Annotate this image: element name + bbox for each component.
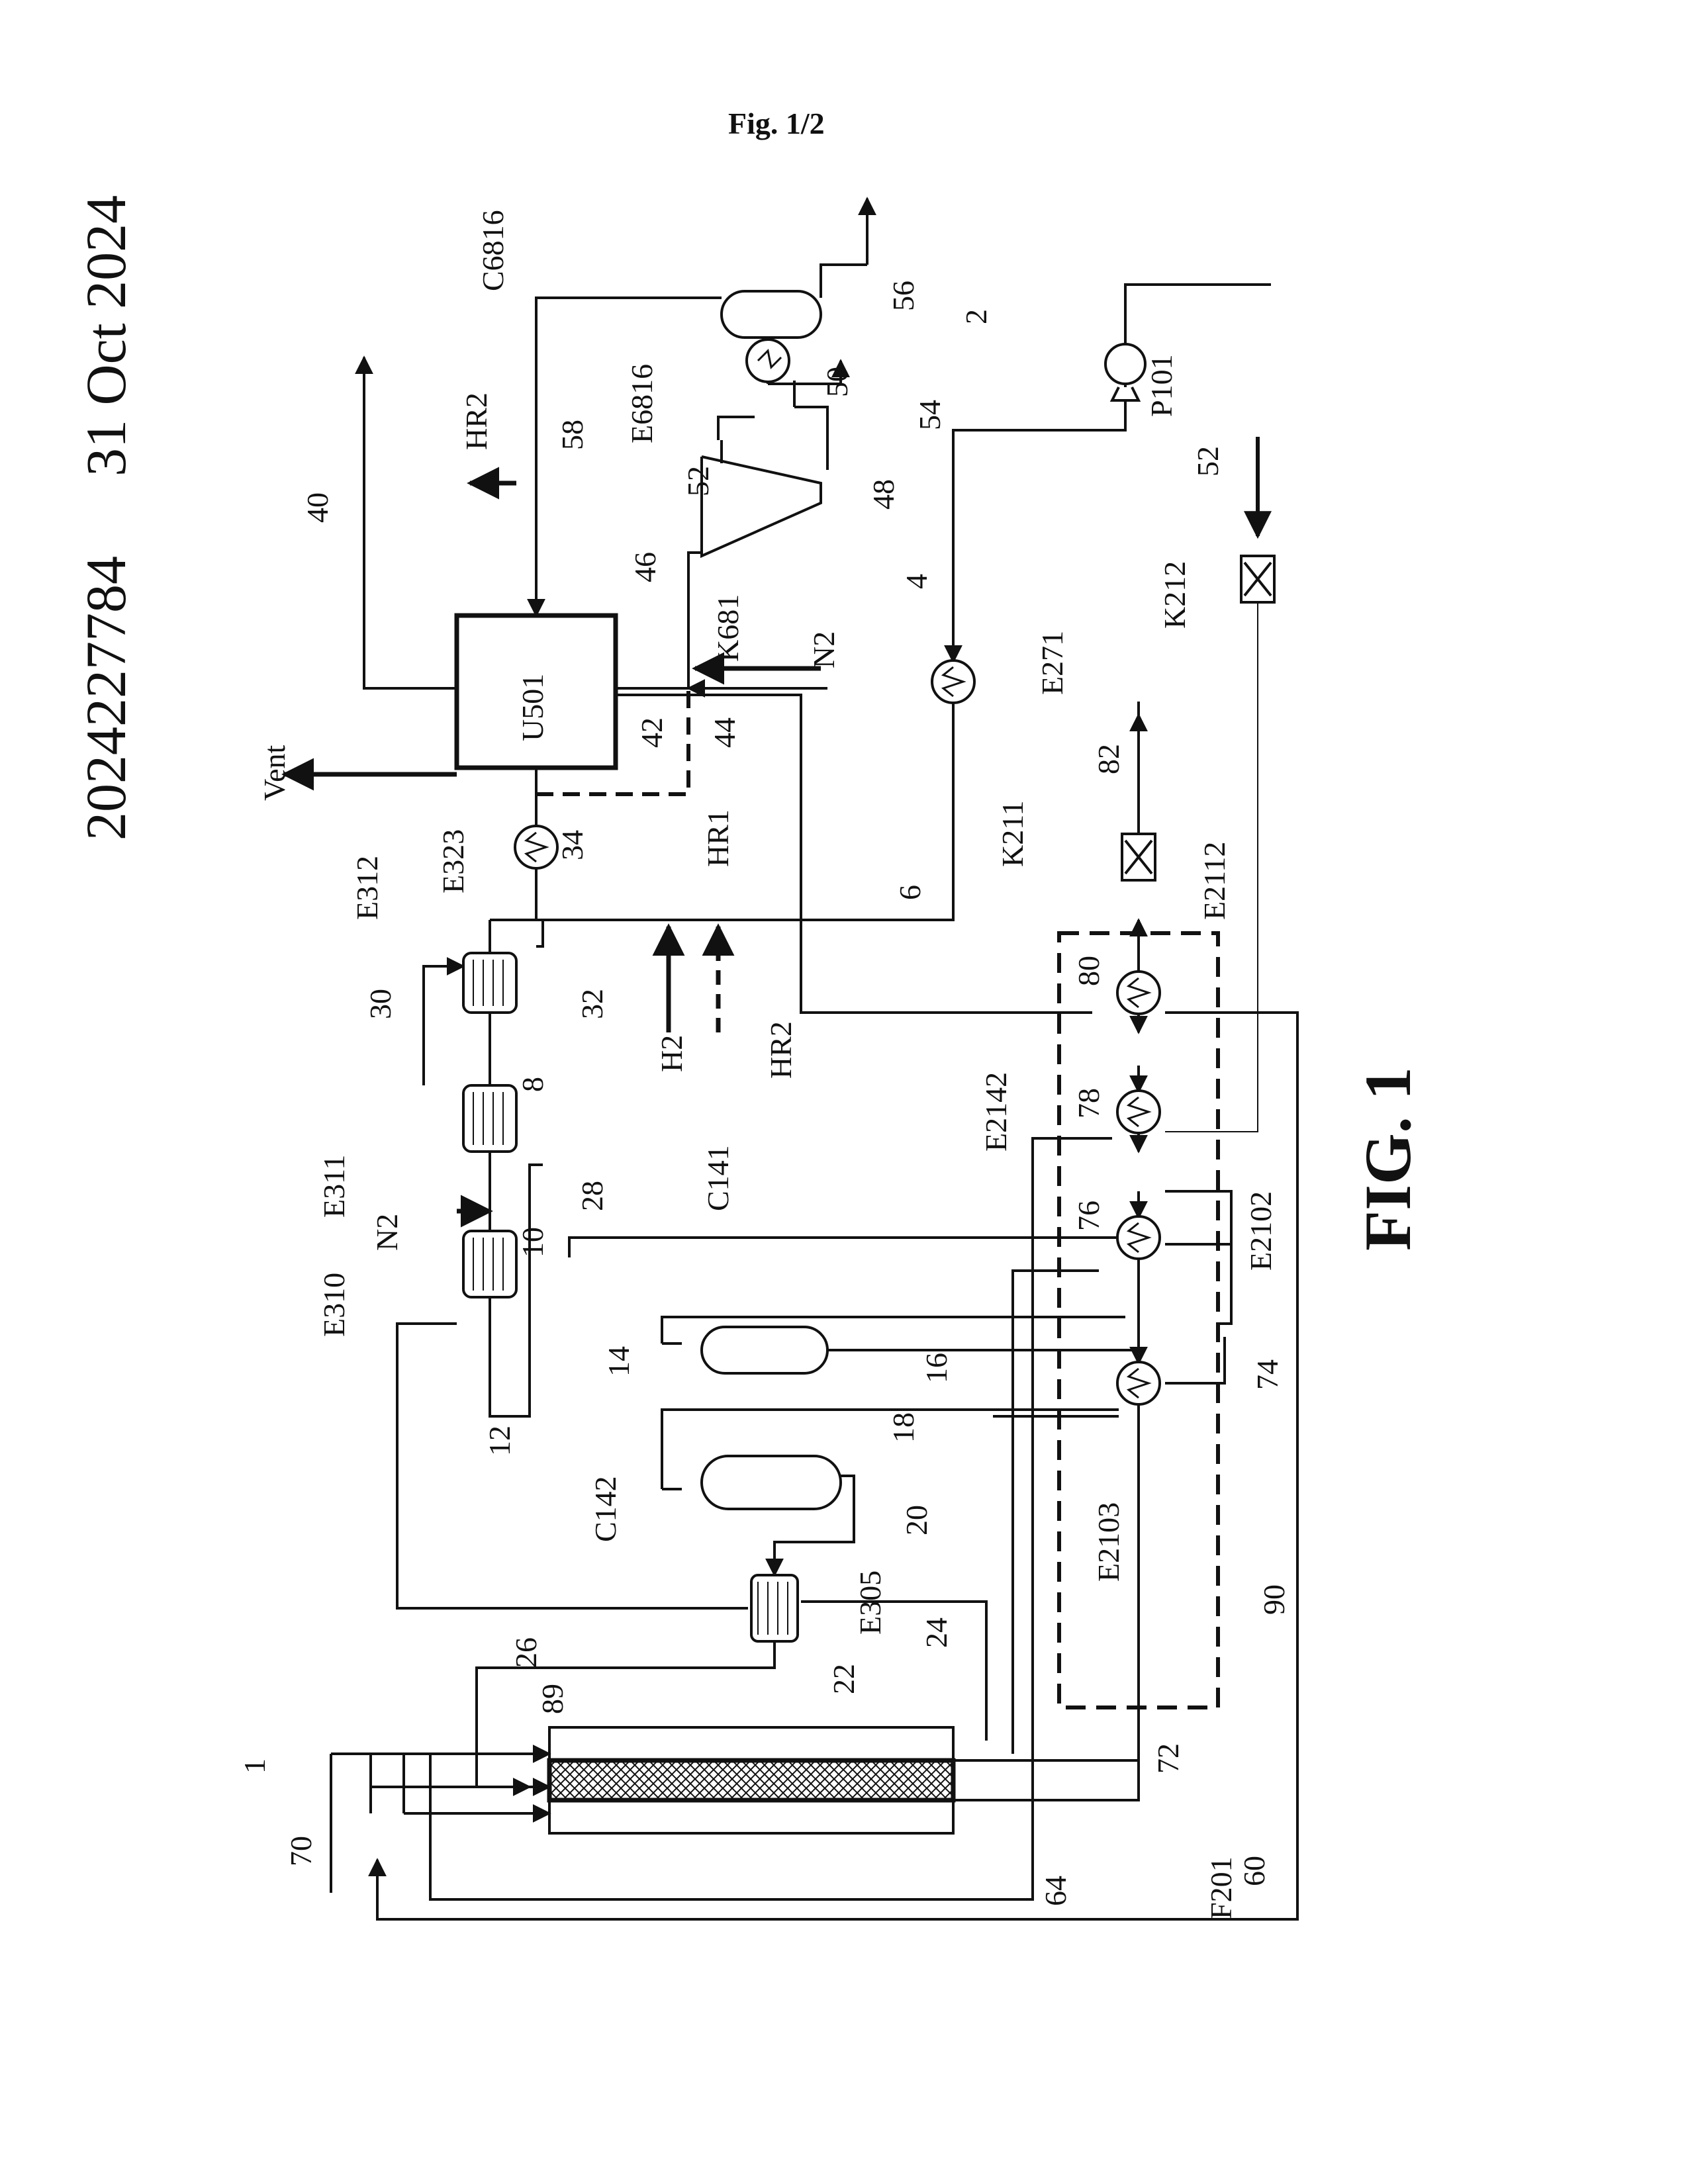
stream-40: 40 — [301, 492, 334, 523]
stream-72: 72 — [1151, 1743, 1185, 1774]
label-c141: C141 — [701, 1145, 735, 1211]
stream-2: 2 — [959, 309, 993, 324]
stream-1: 1 — [238, 1758, 271, 1774]
vessel-c6816 — [722, 291, 821, 338]
stream-26: 26 — [509, 1637, 543, 1668]
pump-p101 — [1105, 344, 1145, 400]
circle-exchangers — [515, 340, 1160, 1404]
label-k212: K212 — [1158, 561, 1192, 629]
stream-60: 60 — [1237, 1856, 1271, 1886]
exchanger-e312 — [463, 953, 516, 1013]
label-f201: F201 — [1204, 1856, 1238, 1919]
label-e310: E310 — [317, 1273, 351, 1337]
vessels — [702, 291, 841, 1509]
stream-42: 42 — [635, 717, 669, 748]
label-u501: U501 — [516, 674, 549, 741]
stream-32: 32 — [575, 989, 609, 1019]
stream-50: 50 — [820, 367, 854, 397]
stream-80: 80 — [1072, 956, 1105, 986]
exchanger-e2142 — [1117, 1091, 1160, 1133]
stream-46: 46 — [628, 552, 662, 582]
exchanger-e2103 — [1117, 1362, 1160, 1404]
exchanger-e2102 — [1117, 1216, 1160, 1259]
figure-caption: FIG. 1 — [1351, 1067, 1425, 1251]
label-e305: E305 — [853, 1570, 887, 1635]
label-hr2-bottom: HR2 — [764, 1021, 798, 1079]
stream-34: 34 — [555, 830, 589, 860]
label-c142: C142 — [588, 1476, 622, 1542]
stream-8: 8 — [516, 1077, 549, 1092]
compressors — [1122, 556, 1274, 880]
stream-4: 4 — [900, 574, 933, 589]
vessel-c142 — [702, 1456, 841, 1509]
stream-10: 10 — [516, 1227, 549, 1257]
label-e6816: E6816 — [625, 364, 659, 443]
stream-28: 28 — [575, 1181, 609, 1211]
stream-24: 24 — [919, 1617, 953, 1648]
shell-tube-exchangers — [463, 953, 798, 1641]
exchanger-zigzags — [526, 351, 1149, 1398]
label-k681: K681 — [711, 594, 745, 662]
label-e311: E311 — [317, 1155, 351, 1218]
exchanger-e311 — [463, 1085, 516, 1152]
stream-12: 12 — [483, 1426, 516, 1456]
stream-54: 54 — [913, 400, 947, 430]
exchanger-e323 — [515, 826, 557, 868]
stream-82: 82 — [1092, 744, 1125, 774]
tube-bundles — [473, 960, 788, 1635]
label-e312: E312 — [350, 856, 384, 920]
label-k211: K211 — [996, 800, 1029, 867]
exchanger-e310 — [463, 1231, 516, 1297]
stream-56: 56 — [886, 281, 920, 311]
stream-14: 14 — [602, 1346, 635, 1377]
stream-74: 74 — [1250, 1359, 1284, 1390]
exchanger-e271 — [932, 660, 974, 703]
label-e2103: E2103 — [1092, 1502, 1125, 1582]
label-e271: E271 — [1035, 631, 1069, 695]
stream-58: 58 — [555, 420, 589, 450]
stream-89: 89 — [536, 1684, 569, 1714]
stream-20: 20 — [900, 1505, 933, 1535]
stream-70: 70 — [284, 1836, 318, 1866]
stream-30: 30 — [363, 989, 397, 1019]
label-hr2-top: HR2 — [459, 392, 493, 450]
equipment-labels: C6816 E6816 P101 U501 K681 E271 K212 K21… — [258, 210, 1278, 1919]
label-vent: Vent — [258, 745, 291, 801]
label-e323: E323 — [436, 829, 470, 893]
stream-16: 16 — [919, 1353, 953, 1383]
label-hr1: HR1 — [701, 809, 735, 867]
stream-64: 64 — [1039, 1876, 1072, 1906]
stream-22: 22 — [827, 1664, 861, 1694]
label-c6816: C6816 — [476, 210, 510, 291]
label-h2: H2 — [655, 1035, 688, 1072]
stream-18: 18 — [886, 1412, 920, 1443]
label-p101: P101 — [1145, 354, 1178, 417]
stream-44: 44 — [708, 717, 741, 748]
label-e2102: E2102 — [1244, 1191, 1278, 1271]
stream-76: 76 — [1072, 1201, 1105, 1231]
exchanger-e2112 — [1117, 972, 1160, 1014]
label-e2142: E2142 — [979, 1072, 1013, 1152]
label-n2-k681: N2 — [807, 631, 841, 668]
stream-6: 6 — [893, 885, 927, 900]
stream-48: 48 — [867, 479, 900, 510]
stream-90: 90 — [1257, 1584, 1291, 1615]
label-n2-e311: N2 — [370, 1214, 404, 1251]
stream-78: 78 — [1072, 1088, 1105, 1118]
vessel-c141 — [702, 1327, 827, 1373]
furnace-core — [549, 1760, 953, 1800]
label-e2112: E2112 — [1197, 842, 1231, 920]
stream-52-top: 52 — [681, 466, 715, 496]
exchanger-e6816 — [747, 340, 789, 382]
stream-52-bottom: 52 — [1191, 446, 1225, 477]
